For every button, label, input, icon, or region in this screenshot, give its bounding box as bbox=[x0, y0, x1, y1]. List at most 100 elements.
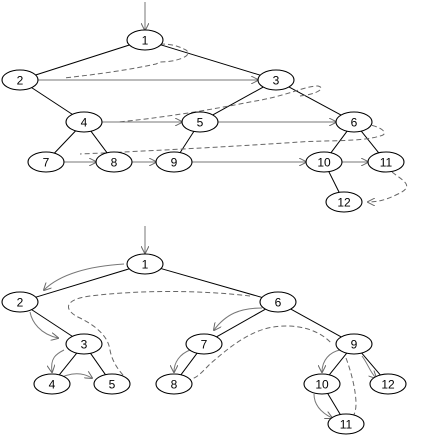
bottom-node-2-label: 2 bbox=[17, 296, 24, 310]
top-edge-2-4 bbox=[31, 87, 73, 115]
top-node-1-shape bbox=[126, 29, 164, 51]
top-node-2-label: 2 bbox=[17, 74, 24, 88]
bottom-arrow-7-8 bbox=[174, 349, 191, 372]
bottom-node-5: 5 bbox=[93, 373, 131, 395]
top-edge-4-8 bbox=[90, 130, 108, 154]
bottom-node-7-shape bbox=[185, 333, 223, 355]
bottom-node-1-label: 1 bbox=[142, 258, 149, 272]
top-node-3: 3 bbox=[257, 69, 295, 91]
bottom-node-4-label: 4 bbox=[49, 378, 56, 392]
bottom-edge-6-7 bbox=[216, 308, 266, 338]
bottom-arrow-2-3 bbox=[29, 311, 58, 338]
top-node-4-shape bbox=[65, 111, 103, 133]
top-edge-6-11 bbox=[360, 130, 380, 154]
top-node-4-label: 4 bbox=[81, 116, 88, 130]
bottom-node-8: 8 bbox=[155, 373, 193, 395]
top-node-3-label: 3 bbox=[273, 74, 280, 88]
top-node-2: 2 bbox=[1, 69, 39, 91]
threading-paths-layer bbox=[63, 43, 408, 425]
top-node-12-shape bbox=[325, 191, 363, 213]
bottom-edge-1-6 bbox=[160, 268, 263, 298]
top-edge-3-6 bbox=[288, 86, 342, 116]
bottom-node-10-label: 10 bbox=[315, 378, 329, 392]
top-node-7: 7 bbox=[27, 151, 65, 173]
bottom-edge-3-5 bbox=[90, 353, 106, 375]
bottom-edge-6-9 bbox=[290, 308, 342, 338]
top-node-11-shape bbox=[367, 151, 405, 173]
top-node-6-shape bbox=[335, 111, 373, 133]
top-node-9-shape bbox=[155, 151, 193, 173]
top-node-5-shape bbox=[181, 111, 219, 133]
bottom-node-3: 3 bbox=[65, 333, 103, 355]
top-node-12: 12 bbox=[325, 191, 363, 213]
top-edge-1-2 bbox=[35, 44, 130, 76]
top-node-6-label: 6 bbox=[351, 116, 358, 130]
bottom-node-1-shape bbox=[126, 253, 164, 275]
bottom-node-6-label: 6 bbox=[275, 296, 282, 310]
bottom-node-7-label: 7 bbox=[201, 338, 208, 352]
bottom-node-11-shape bbox=[327, 413, 365, 435]
bottom-node-9-shape bbox=[335, 333, 373, 355]
top-node-10-label: 10 bbox=[317, 156, 331, 170]
bottom-edge-3-4 bbox=[58, 352, 78, 376]
bottom-node-4-shape bbox=[33, 373, 71, 395]
top-node-8-label: 8 bbox=[111, 156, 118, 170]
bottom-threading-path bbox=[68, 291, 357, 425]
bottom-edge-10-11 bbox=[327, 393, 341, 415]
bottom-node-12-label: 12 bbox=[381, 378, 395, 392]
bottom-node-2: 2 bbox=[1, 291, 39, 313]
bottom-node-9-label: 9 bbox=[351, 338, 358, 352]
top-node-1: 1 bbox=[126, 29, 164, 51]
bottom-node-4: 4 bbox=[33, 373, 71, 395]
bottom-node-11: 11 bbox=[327, 413, 365, 435]
bottom-edge-7-8 bbox=[180, 352, 198, 376]
top-node-10: 10 bbox=[305, 151, 343, 173]
top-node-5: 5 bbox=[181, 111, 219, 133]
bottom-node-9: 9 bbox=[335, 333, 373, 355]
top-node-11: 11 bbox=[367, 151, 405, 173]
top-node-7-label: 7 bbox=[43, 156, 50, 170]
top-node-4: 4 bbox=[65, 111, 103, 133]
tree-edges-layer bbox=[31, 44, 381, 415]
bottom-node-10-shape bbox=[303, 373, 341, 395]
top-node-10-shape bbox=[305, 151, 343, 173]
top-node-11-label: 11 bbox=[380, 156, 393, 170]
bottom-arrow-10-11 bbox=[313, 393, 332, 418]
bottom-edge-2-3 bbox=[31, 309, 73, 337]
bottom-arrow-3-4 bbox=[52, 349, 65, 372]
bottom-node-6: 6 bbox=[259, 291, 297, 313]
bottom-node-3-label: 3 bbox=[81, 338, 88, 352]
top-node-8-shape bbox=[95, 151, 133, 173]
bottom-node-6-shape bbox=[259, 291, 297, 313]
bottom-node-2-shape bbox=[1, 291, 39, 313]
top-node-6: 6 bbox=[335, 111, 373, 133]
decorative-arrows-layer bbox=[29, 2, 376, 418]
top-node-3-shape bbox=[257, 69, 295, 91]
bottom-arrow-6-7 bbox=[214, 307, 263, 330]
bottom-arrow-9-10 bbox=[322, 349, 341, 372]
bottom-edge-9-10 bbox=[328, 352, 348, 376]
top-edge-3-5 bbox=[212, 86, 264, 116]
bottom-node-12-shape bbox=[369, 373, 407, 395]
bottom-node-10: 10 bbox=[303, 373, 341, 395]
top-node-8: 8 bbox=[95, 151, 133, 173]
top-node-9: 9 bbox=[155, 151, 193, 173]
bottom-node-12: 12 bbox=[369, 373, 407, 395]
bottom-node-5-label: 5 bbox=[109, 378, 116, 392]
top-edge-6-10 bbox=[330, 130, 348, 154]
bottom-node-8-label: 8 bbox=[171, 378, 178, 392]
bottom-node-5-shape bbox=[93, 373, 131, 395]
bottom-arrow-1-2 bbox=[44, 263, 125, 290]
bottom-node-7: 7 bbox=[185, 333, 223, 355]
level-links-layer bbox=[38, 80, 368, 162]
bottom-arrow-9-12 bbox=[361, 355, 376, 378]
top-node-5-label: 5 bbox=[197, 116, 204, 130]
top-node-2-shape bbox=[1, 69, 39, 91]
top-edge-10-12 bbox=[328, 171, 340, 193]
top-edge-1-3 bbox=[160, 44, 261, 76]
bottom-node-3-shape bbox=[65, 333, 103, 355]
bottom-node-11-label: 11 bbox=[340, 418, 353, 432]
top-node-1-label: 1 bbox=[142, 34, 149, 48]
